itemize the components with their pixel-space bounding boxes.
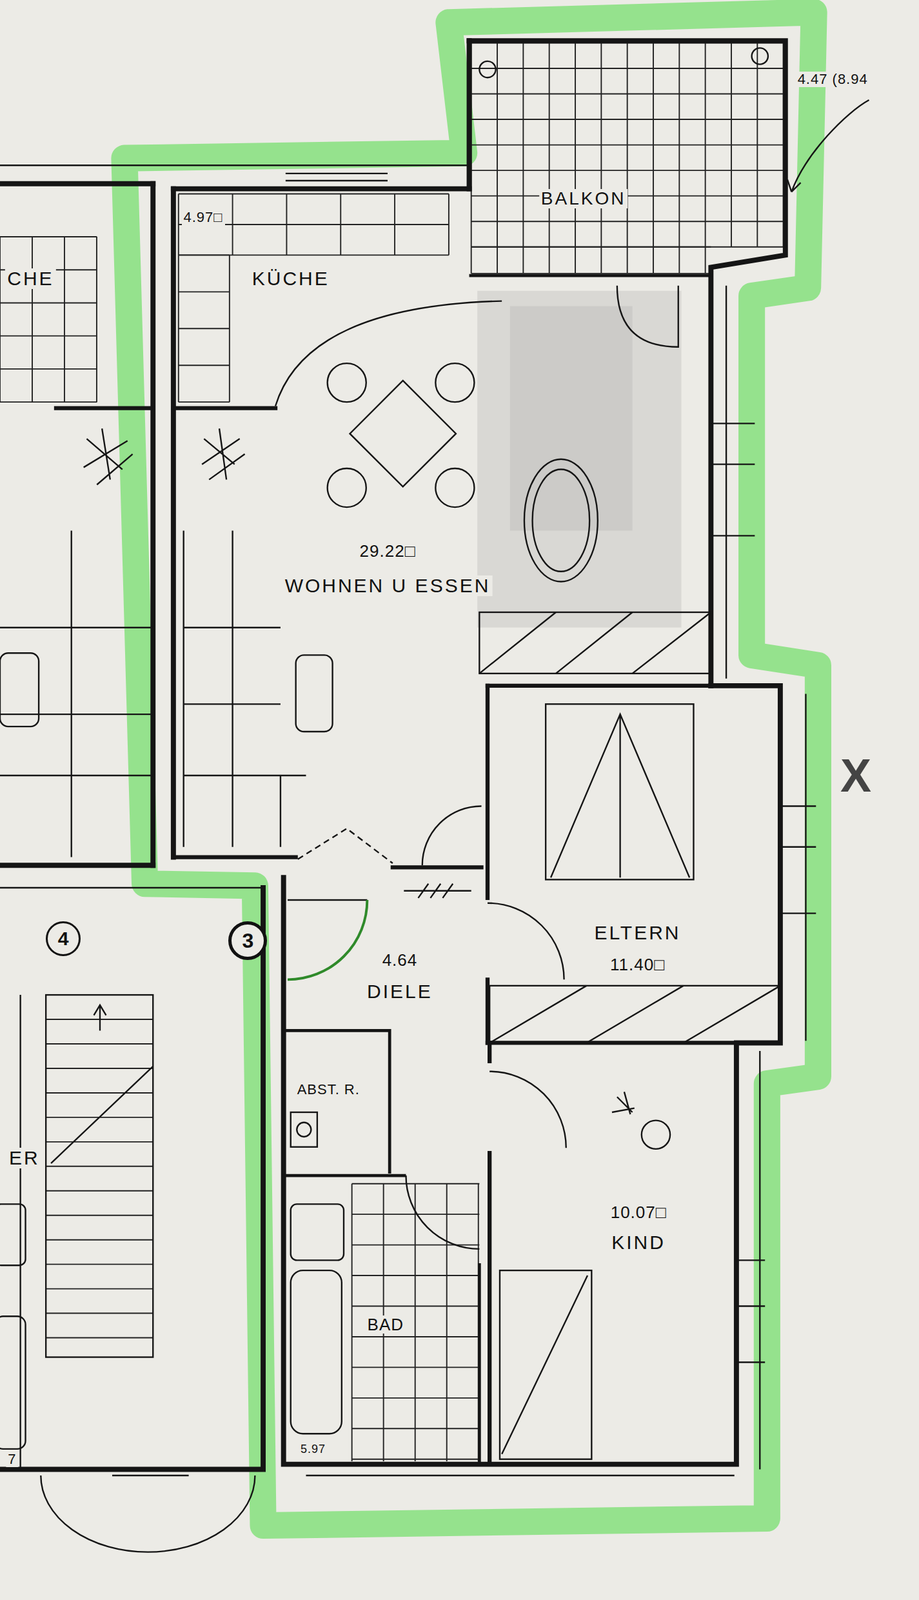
tile-line — [471, 272, 712, 275]
tile-line — [45, 1091, 153, 1094]
area-value: 29.22□ — [357, 541, 418, 560]
tile-line — [352, 1396, 480, 1399]
tile-line — [45, 1336, 153, 1339]
room-name: KIND — [609, 1231, 668, 1253]
callout-number: 3 — [241, 929, 254, 951]
tile-line — [574, 247, 576, 274]
room: 10.07□ KIND — [489, 1050, 735, 1461]
room-name: BAD — [365, 1314, 406, 1334]
tile-line — [626, 247, 629, 274]
room-name: ELTERN — [592, 922, 683, 943]
callout-number: 4 — [58, 928, 70, 949]
neighbour-room-name: CHE — [5, 268, 56, 289]
tile-line — [352, 1182, 480, 1185]
tile-line — [471, 118, 784, 120]
area-value: 5.97 — [298, 1442, 328, 1455]
tile-line — [471, 67, 784, 70]
tile-line — [45, 1140, 153, 1143]
room: ELTERN 11.40□ — [487, 685, 781, 1043]
tile-line — [45, 1042, 153, 1045]
tile-line — [0, 335, 97, 337]
tile-line — [178, 364, 230, 366]
tile-line — [352, 1458, 480, 1460]
tile-line — [471, 169, 784, 171]
room: BAD 5.97 — [283, 1175, 480, 1461]
tile-line — [352, 1365, 480, 1368]
area-value: 4.97□ — [181, 209, 226, 226]
tile-line — [45, 1214, 153, 1216]
tile-line — [178, 254, 230, 256]
room-name: KÜCHE — [250, 268, 332, 289]
room: 29.22□ WOHNEN U ESSEN — [173, 296, 709, 852]
tile-line — [45, 1238, 153, 1241]
area-value: 11.40□ — [608, 955, 667, 974]
tile-line — [652, 247, 654, 274]
tile-line — [45, 1263, 153, 1265]
tile-line — [31, 236, 33, 402]
tile-line — [45, 1165, 153, 1167]
tile-line — [352, 1335, 480, 1337]
tile-line — [351, 1183, 353, 1461]
tile-line — [704, 247, 707, 274]
tile-line — [548, 247, 551, 274]
tile-line — [352, 1213, 480, 1215]
room: BALKON — [469, 40, 786, 276]
tile-line — [178, 290, 230, 293]
tile-line — [414, 1183, 416, 1461]
tile-line — [0, 236, 97, 238]
room-name: BALKON — [539, 188, 629, 209]
tile-line — [45, 1287, 153, 1290]
tile-line — [352, 1305, 480, 1307]
tile-line — [678, 247, 680, 274]
dimension-note: 4.47 (8.94 — [795, 71, 870, 88]
neighbour-room-name: ER — [7, 1147, 42, 1168]
neighbour-area-value: 7 — [5, 1451, 19, 1467]
callout-circle: 4 — [45, 920, 81, 956]
tile-line — [45, 1312, 153, 1314]
tile-line — [178, 401, 230, 403]
room-name: DIELE — [365, 980, 435, 1002]
tile-line — [471, 246, 784, 248]
tile-line — [522, 247, 524, 274]
area-value: 4.64 — [380, 950, 420, 969]
marker-cross: X — [838, 751, 876, 800]
tile-line — [63, 236, 66, 402]
tile-line — [471, 93, 784, 95]
tile-line — [45, 1067, 153, 1069]
tile-line — [352, 1244, 480, 1246]
tile-line — [352, 1427, 480, 1429]
tile-line — [446, 1183, 448, 1461]
tile-line — [471, 246, 712, 248]
tile-line — [496, 247, 498, 274]
tile-line — [96, 236, 98, 402]
tile-line — [0, 368, 97, 370]
tile-line — [470, 247, 473, 274]
room: ABST. R. — [283, 1029, 388, 1173]
area-value: 10.07□ — [608, 1202, 669, 1221]
tile-line — [352, 1274, 480, 1276]
tile-line — [178, 327, 230, 329]
tile-line — [0, 236, 1, 402]
room-name: WOHNEN U ESSEN — [283, 575, 493, 596]
tile-line — [178, 254, 449, 256]
tile-line — [600, 247, 602, 274]
tile-line — [0, 401, 97, 403]
room-name: ABST. R. — [295, 1081, 362, 1097]
tile-line — [471, 144, 784, 146]
tile-line — [45, 1189, 153, 1192]
room: 4.64DIELE — [283, 866, 488, 1030]
tile-line — [0, 301, 97, 304]
tile-line — [471, 220, 784, 222]
tile-line — [178, 193, 449, 195]
room: 4.97□ KÜCHE — [173, 188, 470, 409]
